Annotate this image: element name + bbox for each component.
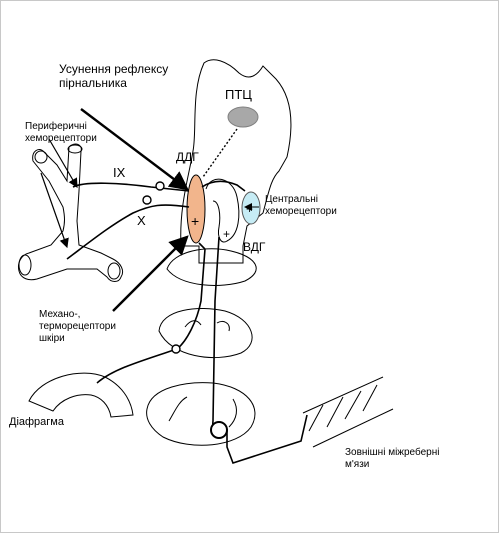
plus-central: + [246,202,253,216]
arrow-mechano [112,235,189,312]
ddg-nucleus [186,174,206,244]
arrow-reflex [80,108,189,191]
brainstem-outline [180,59,292,264]
intercostal-muscles [302,376,394,448]
ptc-label: ПТЦ [225,87,252,102]
diaphragm-motor-path [96,242,206,384]
central-label-line2: хеморецептори [265,206,337,217]
nerve-x-path [66,204,190,260]
peripheral-label-line2: хеморецептори [25,133,97,144]
spinal-section-3 [146,382,256,446]
mechano-label-line1: Механо-, [39,309,80,320]
diaphragm-label: Діафрагма [9,416,65,428]
ddg-to-vdg-path [201,180,246,192]
external-label-line2: м'язи [345,459,369,470]
spinal-section-3-inner [168,396,237,428]
carotid-cut-top [67,144,83,154]
external-label-line1: Зовнішні міжреберні [345,446,439,458]
carotid-vessel [18,143,124,282]
synapse-intercostal [210,421,228,439]
diaphragm-shape [28,372,134,418]
arrow-peripheral-1 [48,138,78,189]
ddg-label: ДДГ [176,150,199,164]
synapse-ix [155,181,165,191]
plus-vdg: + [223,227,230,241]
mechano-label-line2: терморецептори [39,321,116,332]
spinal-section-2-inner [184,320,230,332]
mechano-label-line3: шкіри [39,333,65,344]
nerve-x-label: X [137,213,146,228]
nerve-ix-label: IX [113,165,126,180]
aorta-cut-left [18,254,32,276]
carotid-cut-left [34,150,48,164]
synapse-phrenic [171,344,181,354]
nerve-ix-path [72,182,190,192]
arrow-peripheral-2 [40,172,69,249]
aorta-cut-right [107,262,121,280]
peripheral-label-line1: Периферичні [25,120,87,132]
intercostal-stripes [308,384,378,432]
vdg-loop [205,178,240,243]
reflex-label-line1: Усунення рефлексу [59,62,168,76]
ptc-to-ddg-path [202,128,238,178]
reflex-label-line2: пірнальника [59,76,127,90]
synapse-x [142,195,152,205]
spinal-section-1 [166,248,257,286]
ptc-nucleus [227,106,259,128]
spinal-section-2 [158,308,253,359]
vdg-label: ВДГ [243,240,266,254]
central-label-line1: Центральні [265,194,318,205]
plus-ddg: + [191,213,199,229]
